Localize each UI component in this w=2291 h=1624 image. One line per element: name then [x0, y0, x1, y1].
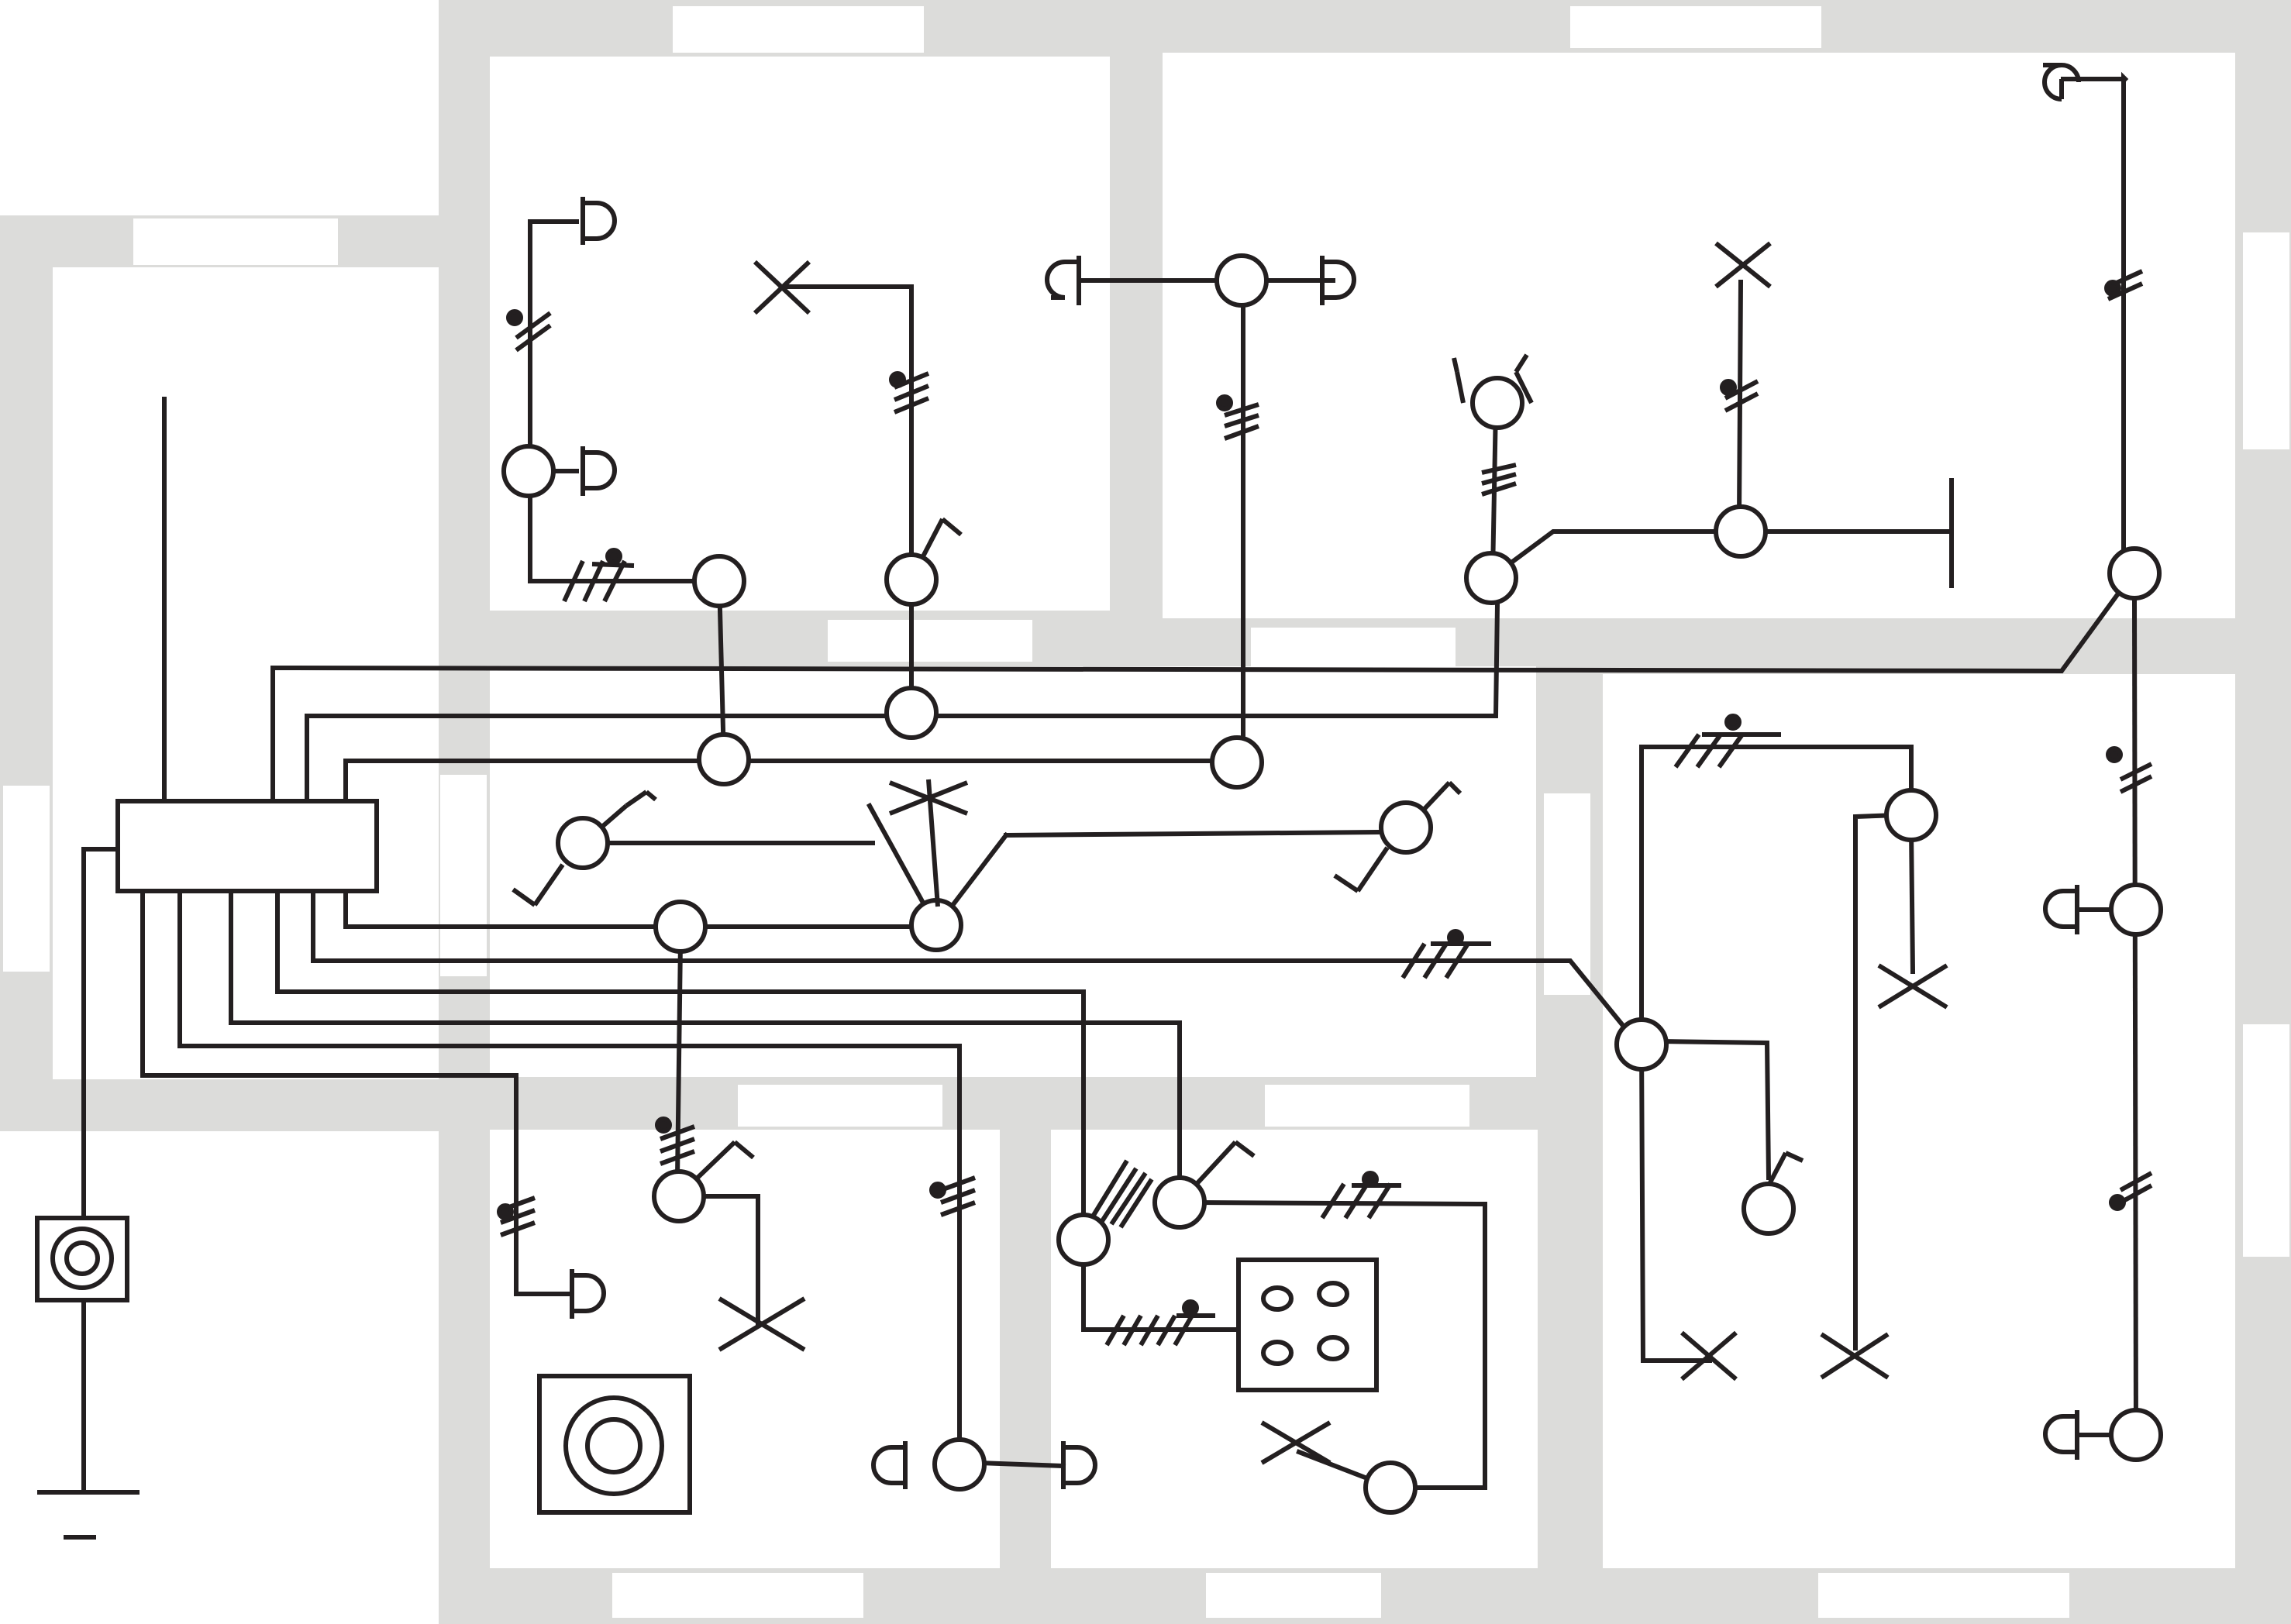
- junction-node: [653, 900, 708, 954]
- sensor-box-room-6: [537, 1374, 692, 1515]
- junction-node: [1214, 253, 1269, 308]
- junction-node: [697, 732, 751, 786]
- junction-node: [1379, 800, 1433, 855]
- lamp-icon: [888, 779, 969, 907]
- junction-node: [1470, 376, 1524, 430]
- room-2: [490, 57, 1110, 611]
- junction-node: [1152, 1175, 1207, 1230]
- socket-icon: [2042, 63, 2081, 102]
- switch-icon: [512, 790, 657, 907]
- distribution-panel: [115, 799, 379, 893]
- switch-icon: [1090, 1159, 1154, 1229]
- junction-node: [909, 898, 963, 952]
- socket-icon: [1061, 1441, 1097, 1489]
- switch-icon: [920, 517, 963, 559]
- room-4: [490, 666, 1536, 1077]
- socket-icon: [581, 197, 617, 245]
- junction-node: [884, 552, 939, 607]
- junction-node: [556, 816, 610, 870]
- socket-icon: [871, 1441, 908, 1489]
- socket-icon: [1045, 256, 1081, 305]
- junction-node: [1464, 551, 1518, 605]
- socket-icon: [570, 1269, 606, 1319]
- sockets: [570, 63, 2081, 1489]
- junction-node: [2109, 883, 2163, 937]
- junction-node: [1742, 1182, 1796, 1236]
- lamps: [718, 241, 1948, 1465]
- lamp-icon: [753, 260, 811, 315]
- junction-node: [932, 1437, 987, 1492]
- socket-icon: [1320, 256, 1356, 305]
- lamp-icon: [1820, 1332, 1890, 1380]
- switch-icon: [695, 1140, 755, 1180]
- wall-openings: [3, 6, 2289, 1618]
- wiring: [81, 71, 2139, 1493]
- switch-icon: [1768, 1151, 1804, 1184]
- junction-node: [1210, 735, 1264, 790]
- lamp-icon: [718, 1296, 806, 1352]
- switch-icon: [1452, 353, 1534, 404]
- socket-icon: [2043, 885, 2079, 934]
- rooms: [0, 53, 2235, 1624]
- junction-node: [1884, 788, 1938, 842]
- junction-node: [692, 554, 746, 608]
- junction-node: [1614, 1017, 1669, 1072]
- lamp-icon: [1714, 241, 1772, 289]
- junction-node: [501, 444, 556, 498]
- socket-icon: [581, 446, 617, 496]
- room-8: [0, 1131, 439, 1624]
- junction-node: [1056, 1213, 1111, 1267]
- junction-node: [652, 1169, 706, 1223]
- lamp-icon: [1680, 1330, 1738, 1381]
- cable-tick-marks: [497, 269, 2153, 1347]
- sensor-box-room-8: [35, 1216, 129, 1302]
- junction-node: [1363, 1461, 1418, 1515]
- lamp-icon: [1877, 963, 1948, 1010]
- junction-nodes: [501, 253, 2163, 1515]
- lamp-icon: [1260, 1420, 1332, 1465]
- electric-stove: [1236, 1258, 1379, 1392]
- junction-node: [2107, 546, 2162, 600]
- junction-node: [1714, 504, 1768, 559]
- switch-icon: [1333, 780, 1462, 893]
- switches: [512, 353, 1804, 1229]
- room-3: [1163, 53, 2235, 618]
- junction-node: [884, 686, 939, 740]
- ground-icon: [37, 1302, 140, 1540]
- room-1: [53, 267, 439, 1079]
- socket-icon: [2043, 1410, 2079, 1460]
- switch-icon: [1194, 1140, 1256, 1186]
- junction-node: [2109, 1408, 2163, 1462]
